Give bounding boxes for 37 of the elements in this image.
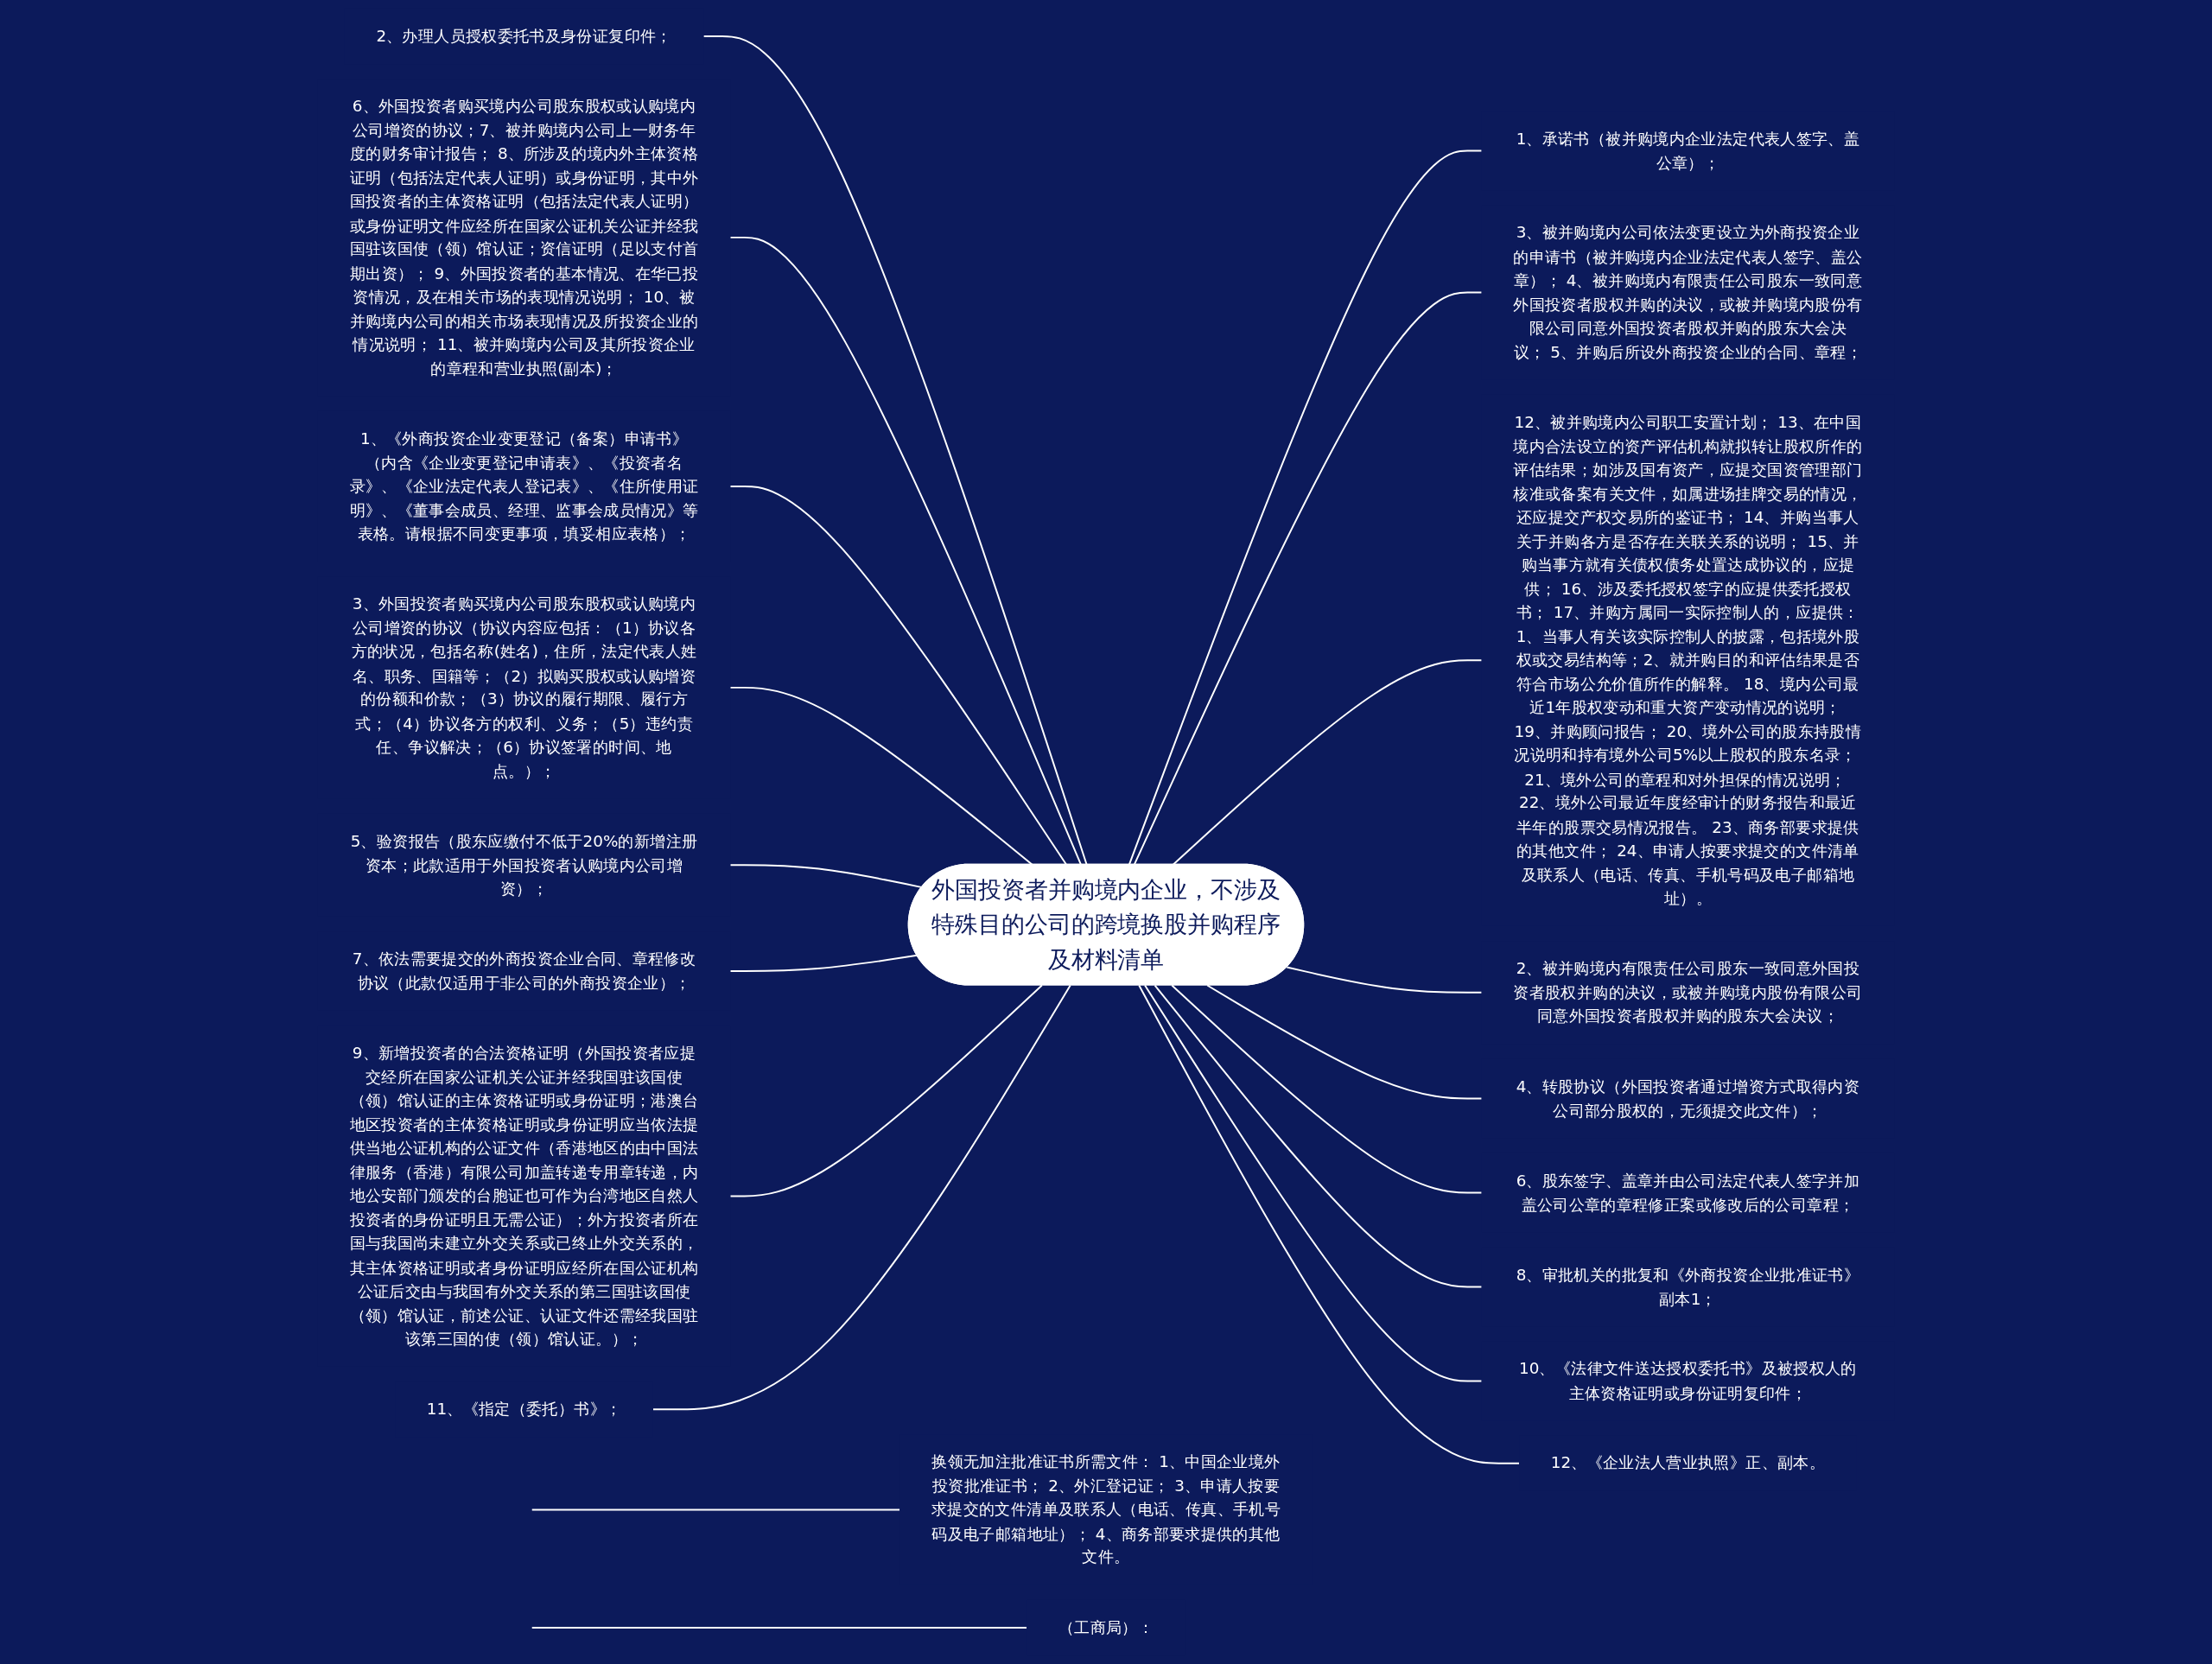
node-text: （工商局）： <box>1058 1617 1154 1637</box>
connector <box>729 984 1043 1197</box>
connector <box>1172 659 1483 866</box>
node-text: 3、外国投资者购买境内公司股东股权或认购境内公司增资的协议（协议内容应包括：（1）协议各方的状况，包括名称(姓名)，住所，法定代表人姓名、职务、国籍等；（2）拟购买股权或认购增资的份额和价款；（3）协议的履行期限、履行方式；（4）协议各方的权利、义务；（5）违约责任、争议解决；（6）协议签署的时间、地点。）； <box>351 594 697 780</box>
node-text: 2、办理人员授权委托书及身份证复印件； <box>376 26 672 46</box>
connector <box>1171 984 1483 1194</box>
node-text: 12、《企业法人营业执照》正、副本。 <box>1550 1453 1826 1473</box>
connector <box>729 686 1033 866</box>
connector <box>1154 984 1483 1288</box>
node-text: 1、承诺书（被并购境内企业法定代表人签字、盖公章）； <box>1516 129 1860 172</box>
node-text: 7、依法需要提交的外商投资企业合同、章程修改协议（此款仅适用于非公司的外商投资企业）； <box>352 949 696 993</box>
connector <box>1128 149 1483 866</box>
connector <box>729 485 1068 866</box>
node-text: 5、验资报告（股东应缴付不低于20%的新增注册资本；此款适用于外国投资者认购境内公司增资）； <box>350 831 698 899</box>
connector <box>531 1508 901 1511</box>
node-text: 8、审批机关的批复和《外商投资企业批准证书》副本1； <box>1516 1265 1860 1308</box>
connector <box>652 984 1071 1411</box>
connector <box>1144 984 1483 1382</box>
node-text: 6、外国投资者购买境内公司股东股权或认购境内公司增资的协议；7、被并购境内公司上一财务年度的财务审计报告； 8、所涉及的境内外主体资格证明（包括法定代表人证明）或身份证明，其中外国投资者的主体资格证明（包括法定代表人证明）或身份证明文件应经所在国家公证机关公证并经我国驻该国使（领）馆认证；资信证明（足以支付首期出资）； 9、外国投资者的基本情况、在华已投资情况，及在相关市场的表现情况说明； 10、被并购境内公司的相关市场表现情况及所投资企业的情况说明； 11、被并购境内公司及其所投资企业的章程和营业执照(副本)； <box>349 97 699 378</box>
node-text: 2、被并购境内有限责任公司股东一致同意外国投资者股权并购的决议，或被并购境内股份有限公司同意外国投资者股权并购的股东大会决议； <box>1513 958 1863 1026</box>
connector <box>1286 966 1483 994</box>
connector <box>1138 984 1521 1464</box>
node-text: 4、转股协议（外国投资者通过增资方式取得内资公司部分股权的，无须提交此文件）； <box>1516 1077 1860 1121</box>
node-text: 3、被并购境内公司依法变更设立为外商投资企业的申请书（被并购境内企业法定代表人签字、盖公章）； 4、被并购境内有限责任公司股东一致同意外国投资者股权并购的决议，或被并购境内股份有限公司同意外国投资者股权并购的股东大会决议； 5、并购后所设外商投资企业的合同、章程； <box>1513 223 1863 362</box>
node-text: 换领无加注批准证书所需文件： 1、中国企业境外投资批准证书； 2、外汇登记证； 3、申请人按要求提交的文件清单及联系人（电话、传真、手机号码及电子邮箱地址）； 4、商务部要求提供的其他文件。 <box>931 1452 1281 1567</box>
connector <box>702 35 1088 866</box>
node-text: 6、股东签字、盖章并由公司法定代表人签字并加盖公司公章的章程修正案或修改后的公司章程； <box>1516 1171 1860 1214</box>
node-text: 10、《法律文件送达授权委托书》及被授权人的主体资格证明或身份证明复印件； <box>1519 1359 1857 1402</box>
connector <box>1206 984 1483 1100</box>
node-text: 9、新增投资者的合法资格证明（外国投资者应提交经所在国家公证机关公证并经我国驻该国使（领）馆认证的主体资格证明或身份证明；港澳台地区投资者的主体资格证明或身份证明应当依法提供当地公证机构的公证文件（香港地区的由中国法律服务（香港）有限公司加盖转递专用章转递，内地公安部门颁发的台胞证也可作为台湾地区自然人投资者的身份证明且无需公证）；外方投资者所在国与我国尚未建立外交关系或已终止外交关系的，其主体资格证明或者身份证明应经所在国公证机构公证后交由与我国有外交关系的第三国驻该国使（领）馆认证，前述公证、认证文件还需经我国驻该第三国的使（领）馆认证。）； <box>349 1043 699 1349</box>
connector <box>1133 291 1483 866</box>
connector <box>729 954 918 972</box>
node-text: 1、《外商投资企业变更登记（备案）申请书》（内含《企业变更登记申请表》、《投资者名录》、《企业法定代表人登记表》、《住所使用证明》、《董事会成员、经理、监事会成员情况》等表格。请根据不同变更事项，填妥相应表格）； <box>349 429 699 543</box>
connector <box>531 1627 1028 1629</box>
node-text: 12、被并购境内公司职工安置计划； 13、在中国境内合法设立的资产评估机构就拟转让股权所作的评估结果；如涉及国有资产，应提交国资管理部门核准或备案有关文件，如属进场挂牌交易的情况，还应提交产权交易所的鉴证书； 14、并购当事人关于并购各方是否存在关联关系的说明； 15、并购当事方就有关债权债务处置达成协议的，应提供； 16、涉及委托授权签字的应提供委托授权书； 17、并购方属同一实际控制人的，应提供：1、当事人有关该实际控制人的披露，包括境外股权或交易结构等；2、就并购目的和评估结果是否符合市场公允价值所作的解释。 18、境内公司最近1年股权变动和重大资产变动情况的说明； 19、并购顾问报告； 20、境外公司的股东持股情况说明和持有境外公司5%以上股权的股东名录； 21、境外公司的章程和对外担保的情况说明； 22、境外公司最近年度经审计的财务报告和最近半年的股票交易情况报告。 23、商务部要求提供的其他文件； 24、申请人按要求提交的文件清单及联系人（电话、传真、手机号码及电子邮箱地址）。 <box>1513 412 1863 908</box>
node-text: 11、《指定（委托）书》； <box>426 1399 622 1419</box>
connector <box>729 236 1083 866</box>
